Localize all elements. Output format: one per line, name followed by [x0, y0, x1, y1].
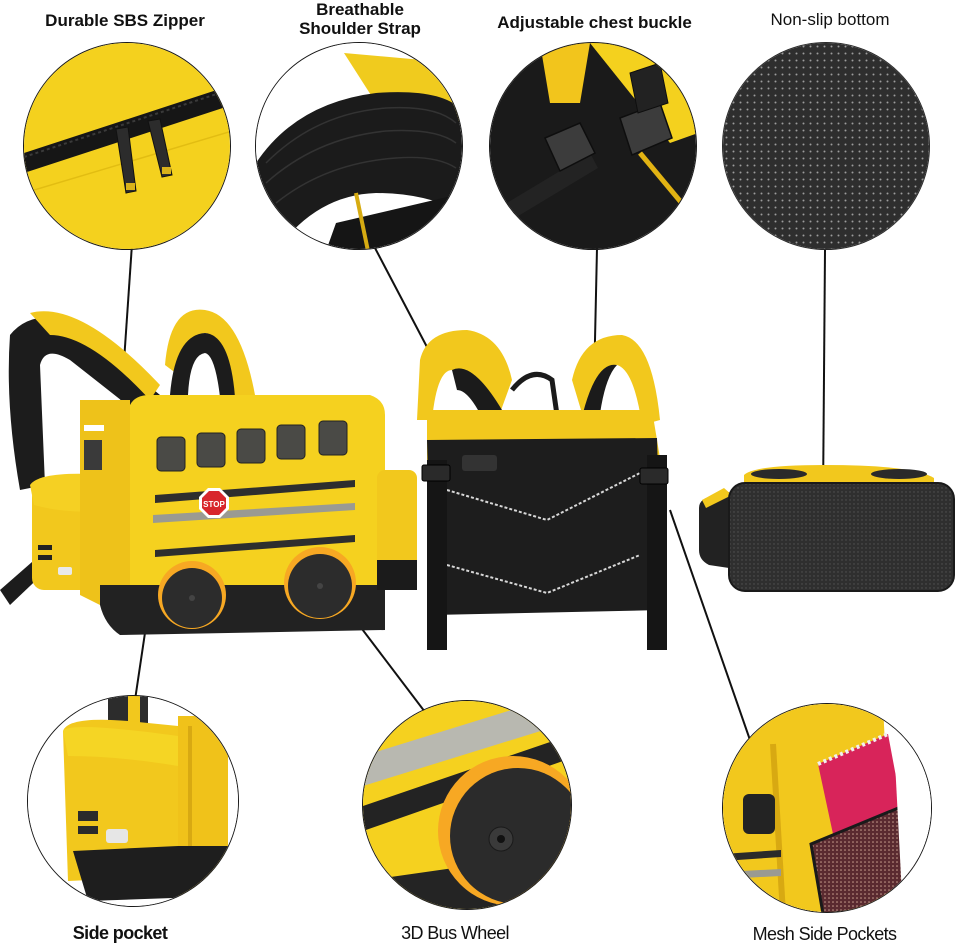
label-non-slip-bottom: Non-slip bottom: [770, 10, 890, 29]
label-line-2: Shoulder Strap: [299, 19, 421, 38]
label-breathable-shoulder-strap: Breathable Shoulder Strap: [285, 0, 435, 38]
label-3d-bus-wheel: 3D Bus Wheel: [401, 923, 509, 943]
detail-circle-bus-wheel: [362, 700, 572, 910]
stop-sign-text: STOP: [203, 500, 225, 509]
detail-circle-side-pocket: [27, 695, 239, 907]
wheel-closeup-icon: [363, 701, 571, 909]
mesh-pocket-closeup-icon: [723, 704, 931, 912]
zipper-closeup-icon: [24, 43, 230, 249]
detail-circle-shoulder-strap: [255, 42, 463, 250]
label-durable-sbs-zipper: Durable SBS Zipper: [45, 11, 205, 30]
detail-circle-chest-buckle: [489, 42, 697, 250]
mesh-texture-icon: [723, 43, 929, 249]
buckle-closeup-icon: [490, 43, 696, 249]
detail-circle-mesh-pocket: [722, 703, 932, 913]
product-front-view: STOP: [0, 305, 390, 645]
label-line-1: Breathable: [316, 0, 404, 19]
detail-circle-non-slip-bottom: [722, 42, 930, 250]
side-pocket-closeup-icon: [28, 696, 238, 906]
product-back-view: [372, 320, 682, 650]
strap-closeup-icon: [256, 43, 462, 249]
label-adjustable-chest-buckle: Adjustable chest buckle: [497, 13, 692, 32]
label-mesh-side-pockets: Mesh Side Pockets: [752, 924, 897, 944]
detail-circle-zipper: [23, 42, 231, 250]
label-side-pocket: Side pocket: [72, 923, 168, 943]
product-bottom-view: [684, 450, 960, 600]
